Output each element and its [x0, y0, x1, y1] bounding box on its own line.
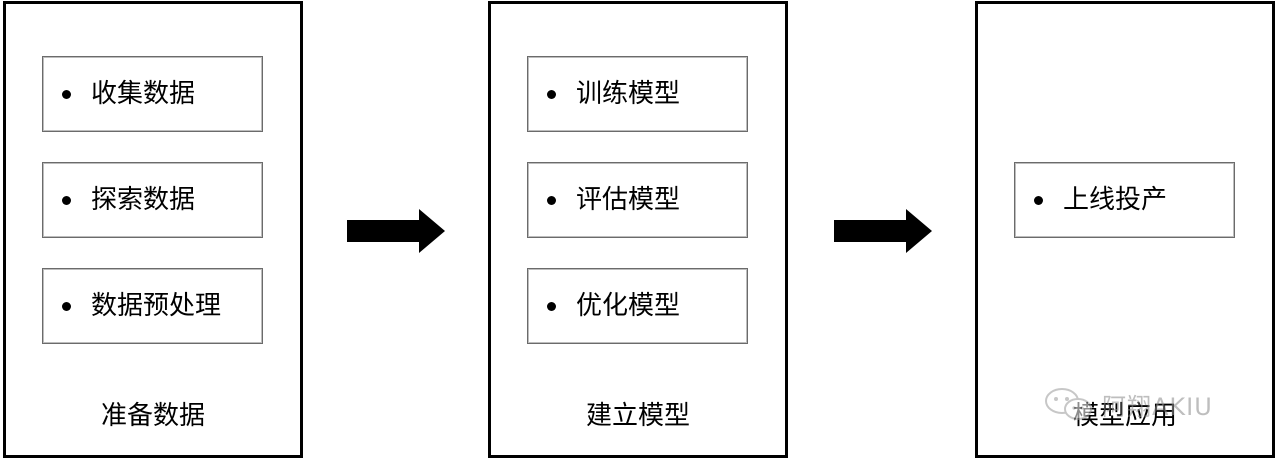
watermark-text: 阿翔AKIU: [1102, 392, 1213, 421]
stage-title: 建立模型: [585, 401, 690, 431]
step-label: 收集数据: [91, 79, 196, 109]
step-label: 数据预处理: [91, 291, 222, 321]
bullet-icon: [1034, 195, 1043, 205]
step-label: 训练模型: [576, 79, 681, 109]
bullet-icon: [62, 89, 71, 99]
stage-prepare-data: 收集数据 探索数据 数据预处理 准备数据: [3, 1, 303, 458]
step-label: 优化模型: [576, 291, 681, 321]
right-arrow-icon: [834, 209, 932, 253]
stage-build-model: 训练模型 评估模型 优化模型 建立模型: [488, 1, 788, 458]
bullet-icon: [547, 301, 556, 311]
bullet-icon: [62, 195, 71, 205]
step-label: 上线投产: [1063, 185, 1168, 215]
stage-title: 准备数据: [100, 401, 205, 431]
step-item: 上线投产: [1014, 162, 1235, 238]
step-label: 探索数据: [91, 185, 196, 215]
step-item: 评估模型: [527, 162, 748, 238]
bullet-icon: [547, 195, 556, 205]
step-item: 优化模型: [527, 268, 748, 344]
right-arrow-icon: [347, 209, 445, 253]
bullet-icon: [62, 301, 71, 311]
step-label: 评估模型: [576, 185, 681, 215]
step-item: 数据预处理: [42, 268, 263, 344]
wechat-icon: [1045, 388, 1092, 420]
step-item: 探索数据: [42, 162, 263, 238]
stage-model-application: 上线投产 模型应用: [975, 1, 1275, 458]
bullet-icon: [547, 89, 556, 99]
step-item: 训练模型: [527, 56, 748, 132]
watermark: 阿翔AKIU: [1044, 386, 1213, 422]
step-item: 收集数据: [42, 56, 263, 132]
